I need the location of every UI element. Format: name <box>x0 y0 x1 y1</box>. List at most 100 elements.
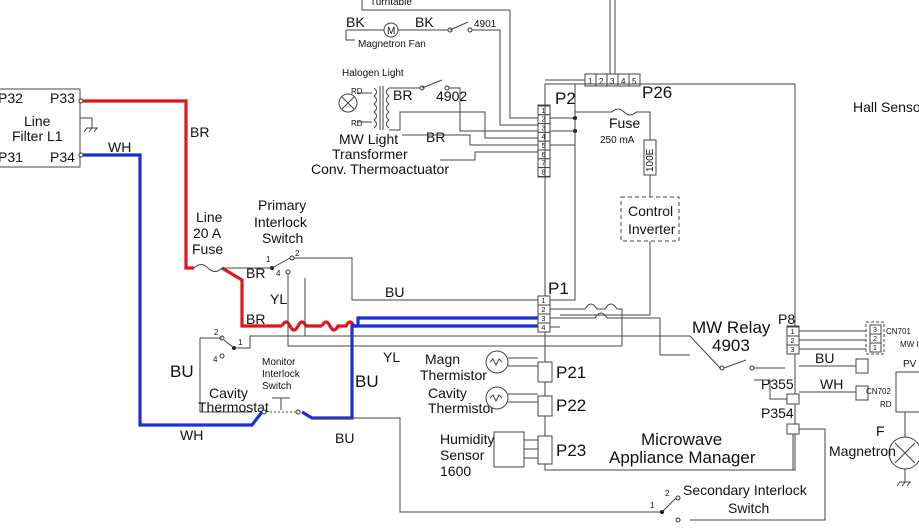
cavity-thermostat-label-2: Thermostat <box>198 399 269 415</box>
switch-4901-contact-b <box>467 27 473 33</box>
p2-pins-label: 5 <box>542 143 546 150</box>
p33-label: P33 <box>50 90 75 106</box>
primary-switch-label-3: Switch <box>262 230 303 246</box>
secondary-switch-label-1: Secondary Interlock <box>683 482 808 498</box>
board-fuse: Fuse 250 mA 100E <box>550 108 657 197</box>
mw-light-label: MW Light <box>339 131 398 147</box>
p32-label: P32 <box>0 90 23 106</box>
secondary-interlock-switch: 1 2 Secondary Interlock Switch <box>650 482 808 523</box>
cavity-thermistor-label-1: Cavity <box>428 385 467 401</box>
p2-pins-label: 2 <box>542 117 546 124</box>
wh-right-label: WH <box>820 376 843 392</box>
bu-mid-label: BU <box>355 372 379 391</box>
humidity-sensor-label-2: Sensor <box>440 447 485 463</box>
p354-label: P354 <box>761 405 794 421</box>
bu-bottom-label: BU <box>335 430 354 446</box>
br-thermo-label: BR <box>426 129 445 145</box>
line-fuse: Line 20 A Fuse <box>192 209 223 272</box>
bk-label-2: BK <box>415 14 434 30</box>
p2-pins-label: 6 <box>542 152 546 159</box>
p8-pins-label: 2 <box>791 338 795 345</box>
halogen-light: Halogen Light RD RD BR 4902 MW Light Tra… <box>311 68 538 177</box>
p23-label: P23 <box>556 441 586 460</box>
wh-left-label: WH <box>108 139 131 155</box>
cav-4: 4 <box>213 355 218 364</box>
monitor-switch-label-2: Interlock <box>262 369 301 380</box>
p2-pins-label: 3 <box>542 125 546 132</box>
p8-label: P8 <box>778 311 795 327</box>
appliance-manager-label-1: Microwave <box>641 430 722 449</box>
mw-relay: MW Relay 4903 <box>692 318 785 371</box>
p31-label: P31 <box>0 149 23 165</box>
motor-m-label: M <box>387 26 395 37</box>
p26-pins-label: 3 <box>610 77 615 86</box>
control-inverter: Control Inverter <box>560 196 680 316</box>
magn-thermistor-label-2: Thermistor <box>420 367 487 383</box>
line-filter: P32 P33 Line Filter L1 P31 P34 <box>0 88 98 168</box>
cn702-label: CN702 <box>866 387 891 396</box>
fuse-rating-label: 250 mA <box>600 135 635 146</box>
br-b-label: BR <box>246 311 265 327</box>
p22-label: P22 <box>556 396 586 415</box>
rd-label-2: RD <box>351 119 363 128</box>
transformer-coil-icon <box>373 87 377 129</box>
primary-sw-4: 4 <box>276 269 281 278</box>
p26-label: P26 <box>642 83 672 102</box>
yl-a-label: YL <box>270 291 287 307</box>
halogen-light-label: Halogen Light <box>342 68 404 79</box>
p2-pins-label: 7 <box>542 161 546 168</box>
p26-pins-label: 4 <box>621 77 626 86</box>
line-fuse-label-1: Line <box>196 209 223 225</box>
line-filter-label-1: Line <box>24 113 51 129</box>
turntable-label: Turntable <box>370 0 412 8</box>
sec-1: 1 <box>650 501 655 510</box>
primary-interlock-switch: Primary Interlock Switch 1 2 4 YL <box>222 197 622 347</box>
switch-4902-label: 4902 <box>436 88 467 104</box>
cavity-thermostat-label-1: Cavity <box>209 385 248 401</box>
cavity-thermostat: 2 1 4 BU Cavity Thermostat <box>170 328 305 415</box>
bu-right-label: BU <box>815 350 834 366</box>
cav-2: 2 <box>214 328 219 337</box>
p2-pins-label: 4 <box>542 134 546 141</box>
p8-pins-label: 3 <box>791 347 795 354</box>
ground-icon-2 <box>896 469 911 487</box>
fuse-code-label: 100E <box>645 148 656 172</box>
line-fuse-label-2: 20 A <box>193 225 222 241</box>
p8-connector: 123 P8 321 CN701 MW I <box>778 311 919 355</box>
transformer-label: Transformer <box>332 146 408 162</box>
rd-label-1: RD <box>351 87 363 96</box>
primary-sw-1: 1 <box>266 255 271 264</box>
appliance-manager-outline <box>544 83 796 471</box>
turntable-motor: Turntable <box>361 0 538 119</box>
monitor-switch-label-3: Switch <box>262 381 291 392</box>
br-light-label: BR <box>393 87 412 103</box>
p2-pins-cell <box>537 167 551 177</box>
cav-1: 1 <box>238 338 243 347</box>
cn701-pins-cell <box>869 342 882 353</box>
primary-switch-label-2: Interlock <box>254 214 308 230</box>
p1-label: P1 <box>548 279 569 298</box>
p26-pins-cell <box>628 73 641 87</box>
monitor-interlock-switch: Monitor Interlock Switch <box>261 357 301 415</box>
magn-thermistor: Magn Thermistor P21 <box>420 350 586 383</box>
primary-sw-2: 2 <box>295 249 300 258</box>
p26-pins-label: 5 <box>632 77 637 86</box>
wh-wire <box>83 153 264 427</box>
primary-switch-label-1: Primary <box>258 197 306 213</box>
bk-label-1: BK <box>346 14 365 30</box>
p8-pins-label: 1 <box>791 329 795 336</box>
inverter-label: Inverter <box>628 221 676 237</box>
appliance-manager-label-2: Appliance Manager <box>609 448 756 467</box>
cavity-thermistor: Cavity Thermistor P22 <box>428 385 586 417</box>
br-wire <box>83 99 194 270</box>
conv-thermoactuator-label: Conv. Thermoactuator <box>311 161 449 177</box>
p21-label: P21 <box>556 363 586 382</box>
bu-top-label: BU <box>385 284 404 300</box>
magn-thermistor-label-1: Magn <box>425 351 460 367</box>
p1-pins-label: 2 <box>542 307 546 314</box>
monitor-switch-label-1: Monitor <box>262 357 296 368</box>
line-fuse-label-3: Fuse <box>192 241 223 257</box>
